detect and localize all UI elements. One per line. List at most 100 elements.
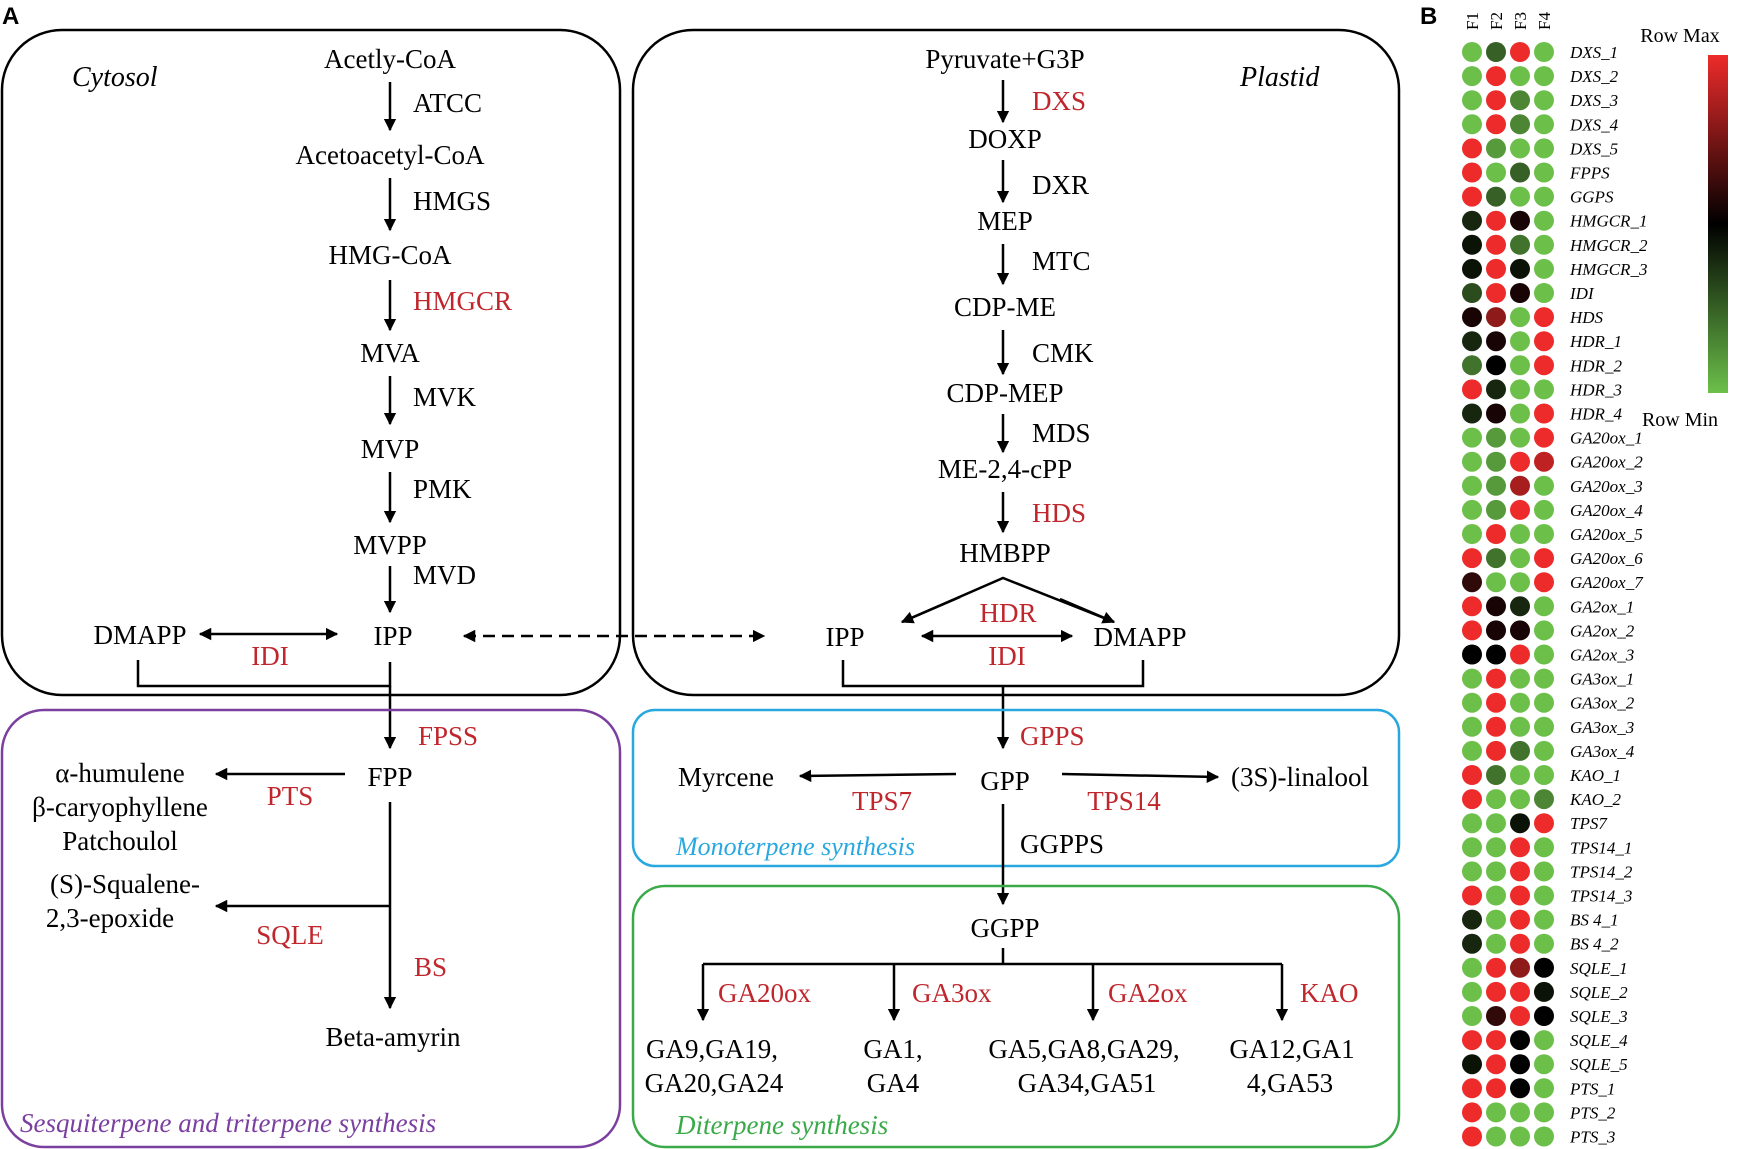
- plastid-box: [631, 28, 1401, 697]
- heatmap-cell: [1534, 644, 1554, 665]
- heatmap-cell: [1462, 740, 1482, 761]
- heatmap-gene-label: HDR_3: [1569, 380, 1622, 399]
- heatmap-cell: [1486, 475, 1506, 496]
- heatmap-cell: [1486, 1078, 1506, 1099]
- node-ipp-cytosol: IPP: [373, 621, 412, 651]
- heatmap-cell: [1534, 981, 1554, 1002]
- heatmap-gene-label: TPS14_3: [1570, 887, 1632, 906]
- legend-min-label: Row Min: [1642, 409, 1718, 431]
- heatmap-cell: [1462, 355, 1482, 376]
- heatmap-column-label: F1: [1463, 12, 1482, 30]
- sesqui-box: [0, 708, 622, 1149]
- heatmap-cell: [1510, 90, 1530, 111]
- heatmap-cell: [1462, 114, 1482, 135]
- heatmap-cell: [1534, 162, 1554, 183]
- heatmap-cell: [1534, 572, 1554, 593]
- heatmap-cell: [1462, 716, 1482, 737]
- product-ga20ox-1: GA9,GA19,: [646, 1034, 778, 1064]
- heatmap-cell: [1534, 114, 1554, 135]
- heatmap-cell: [1486, 524, 1506, 544]
- heatmap-cell: [1534, 716, 1554, 737]
- node-cdp-mep: CDP-MEP: [946, 378, 1063, 408]
- heatmap-cell: [1486, 355, 1506, 376]
- heatmap-cell: [1534, 668, 1554, 689]
- heatmap-cell: [1462, 981, 1482, 1002]
- heatmap-cell: [1534, 837, 1554, 858]
- merge-bracket-cytosol: [136, 660, 392, 688]
- heatmap-cell: [1510, 210, 1530, 231]
- heatmap-gene-label: PTS_3: [1569, 1128, 1615, 1147]
- arrow-hdr-left: [900, 595, 961, 624]
- heatmap-cell: [1486, 90, 1506, 111]
- heatmap-cell: [1462, 957, 1482, 978]
- heatmap-cell: [1486, 403, 1506, 424]
- heatmap-cell: [1510, 234, 1530, 255]
- heatmap-cell: [1510, 548, 1530, 569]
- product-squalene-2: 2,3-epoxide: [46, 903, 174, 933]
- heatmap-cell: [1534, 66, 1554, 87]
- mono-box: [631, 708, 1401, 868]
- heatmap-cell: [1510, 813, 1530, 834]
- heatmap-gene-label: KAO_1: [1569, 766, 1621, 785]
- heatmap-cell: [1486, 885, 1506, 906]
- heatmap-cell: [1534, 186, 1554, 207]
- heatmap-cell: [1510, 1030, 1530, 1051]
- plastid-title: Plastid: [1239, 62, 1320, 93]
- heatmap-cell: [1510, 668, 1530, 689]
- heatmap-cell: [1510, 572, 1530, 593]
- heatmap-cell: [1534, 1006, 1554, 1026]
- product-myrcene: Myrcene: [678, 762, 774, 792]
- heatmap-cell: [1486, 1030, 1506, 1051]
- node-mvpp: MVPP: [353, 530, 427, 560]
- heatmap-cell: [1486, 210, 1506, 231]
- heatmap-cell: [1462, 885, 1482, 906]
- enzyme-ga3ox: GA3ox: [912, 978, 992, 1008]
- enzyme-mvk: MVK: [413, 382, 477, 412]
- heatmap-cell: [1510, 933, 1530, 954]
- node-ggpp: GGPP: [970, 913, 1039, 943]
- heatmap-cell: [1462, 1078, 1482, 1099]
- heatmap-cell: [1486, 1006, 1506, 1026]
- heatmap-cell: [1534, 957, 1554, 978]
- heatmap-gene-label: SQLE_2: [1570, 983, 1628, 1002]
- node-mep: MEP: [977, 206, 1033, 236]
- heatmap-cell: [1510, 114, 1530, 135]
- enzyme-bs: BS: [414, 952, 447, 982]
- heatmap-cell: [1462, 572, 1482, 593]
- heatmap-cell: [1462, 909, 1482, 930]
- enzyme-pts: PTS: [267, 781, 314, 811]
- heatmap-cell: [1462, 427, 1482, 448]
- heatmap-cell: [1510, 909, 1530, 930]
- heatmap-gene-label: DXS_5: [1569, 139, 1618, 158]
- heatmap-cell: [1486, 596, 1506, 617]
- heatmap-column-label: F2: [1487, 12, 1506, 30]
- heatmap-cell: [1462, 1030, 1482, 1051]
- heatmap-cell: [1510, 258, 1530, 279]
- heatmap-cell: [1534, 1054, 1554, 1075]
- enzyme-hmgs: HMGS: [413, 186, 491, 216]
- heatmap-cell: [1462, 861, 1482, 882]
- heatmap-gene-label: GA20ox_7: [1570, 573, 1644, 592]
- heatmap-cell: [1462, 1102, 1482, 1123]
- heatmap-gene-label: DXS_4: [1569, 115, 1619, 134]
- heatmap-cell: [1534, 138, 1554, 159]
- heatmap-cell: [1462, 813, 1482, 834]
- heatmap-cell: [1486, 451, 1506, 472]
- product-ga3ox-1: GA1,: [863, 1034, 922, 1064]
- heatmap-cell: [1510, 837, 1530, 858]
- heatmap-gene-label: GA2ox_2: [1570, 621, 1635, 640]
- heatmap-cell: [1510, 355, 1530, 376]
- enzyme-ggpps: GGPPS: [1020, 829, 1104, 859]
- heatmap-gene-label: GA3ox_2: [1570, 694, 1635, 713]
- heatmap-cell: [1534, 475, 1554, 496]
- enzyme-mvd: MVD: [413, 560, 476, 590]
- cytosol-title: Cytosol: [72, 62, 158, 93]
- heatmap-cell: [1534, 740, 1554, 761]
- enzyme-mtc: MTC: [1032, 246, 1091, 276]
- product-kao-2: 4,GA53: [1247, 1068, 1333, 1098]
- heatmap-cell: [1486, 331, 1506, 352]
- heatmap-cell: [1510, 307, 1530, 328]
- heatmap-cell: [1486, 186, 1506, 207]
- heatmap-cell: [1462, 331, 1482, 352]
